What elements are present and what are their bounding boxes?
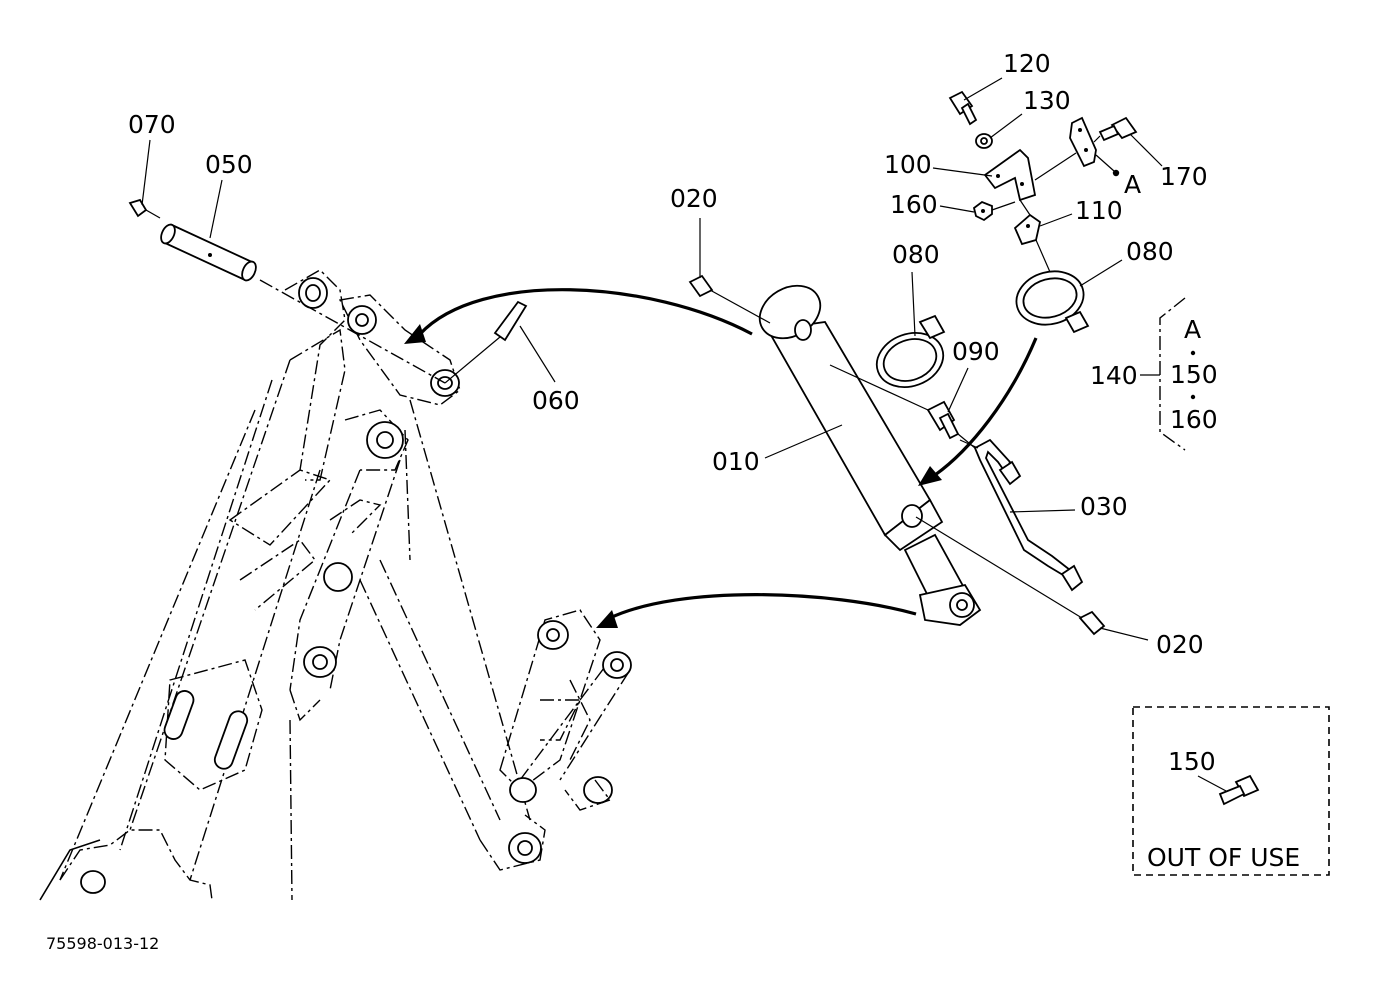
pipe-030 bbox=[959, 438, 1084, 592]
label-080-right: 080 bbox=[1126, 237, 1174, 266]
point-a-dot bbox=[1112, 169, 1120, 177]
leader-lines bbox=[141, 77, 1163, 641]
label-070: 070 bbox=[128, 110, 176, 139]
label-050: 050 bbox=[205, 150, 253, 179]
bolt-120 bbox=[948, 90, 978, 126]
label-080-left: 080 bbox=[892, 240, 940, 269]
label-090: 090 bbox=[952, 337, 1000, 366]
label-130: 130 bbox=[1023, 86, 1071, 115]
clamp-080-left bbox=[875, 314, 946, 388]
nut-160 bbox=[972, 200, 1016, 222]
out-of-use-inset: 150 OUT OF USE bbox=[1132, 706, 1330, 876]
washer-130 bbox=[975, 133, 993, 149]
label-030: 030 bbox=[1080, 492, 1128, 521]
grease-nipple-020-bottom bbox=[915, 516, 1106, 636]
inset-part-number: 150 bbox=[1168, 747, 1216, 776]
plate-bracket bbox=[1069, 116, 1097, 168]
inset-frame bbox=[1132, 706, 1330, 876]
kit-item-160: 160 bbox=[1170, 405, 1218, 434]
bracket-100 bbox=[983, 148, 1077, 202]
clamp-080-right bbox=[1015, 239, 1090, 334]
kit-group-140: 140 A 150 160 bbox=[1090, 297, 1218, 451]
kit-number: 140 bbox=[1090, 361, 1138, 390]
label-110: 110 bbox=[1075, 196, 1123, 225]
grease-nipple-020-top bbox=[688, 274, 771, 324]
assembly-arrows bbox=[404, 288, 1038, 628]
connector-090 bbox=[829, 364, 976, 449]
label-160: 160 bbox=[890, 190, 938, 219]
kit-item-a: A bbox=[1184, 315, 1201, 344]
bolt-170 bbox=[1093, 116, 1138, 143]
drawing-number: 75598-013-12 bbox=[46, 934, 159, 953]
bolt-150-icon bbox=[1218, 774, 1260, 806]
label-120: 120 bbox=[1003, 49, 1051, 78]
pin-050 bbox=[160, 223, 257, 282]
bracket-110 bbox=[1013, 199, 1042, 246]
label-010: 010 bbox=[712, 447, 760, 476]
inset-note: OUT OF USE bbox=[1147, 843, 1300, 872]
label-point-a: A bbox=[1124, 170, 1141, 199]
part-labels: 070 050 060 020 010 120 130 100 160 110 … bbox=[128, 49, 1208, 659]
snap-pin-060 bbox=[444, 300, 528, 384]
label-170: 170 bbox=[1160, 162, 1208, 191]
boom-cylinder-010 bbox=[758, 284, 982, 626]
boom-assembly bbox=[39, 269, 632, 901]
label-060: 060 bbox=[532, 386, 580, 415]
kit-item-150: 150 bbox=[1170, 360, 1218, 389]
grease-nipple-070 bbox=[128, 198, 161, 219]
label-020-top: 020 bbox=[670, 184, 718, 213]
label-020-bottom: 020 bbox=[1156, 630, 1204, 659]
label-100: 100 bbox=[884, 150, 932, 179]
